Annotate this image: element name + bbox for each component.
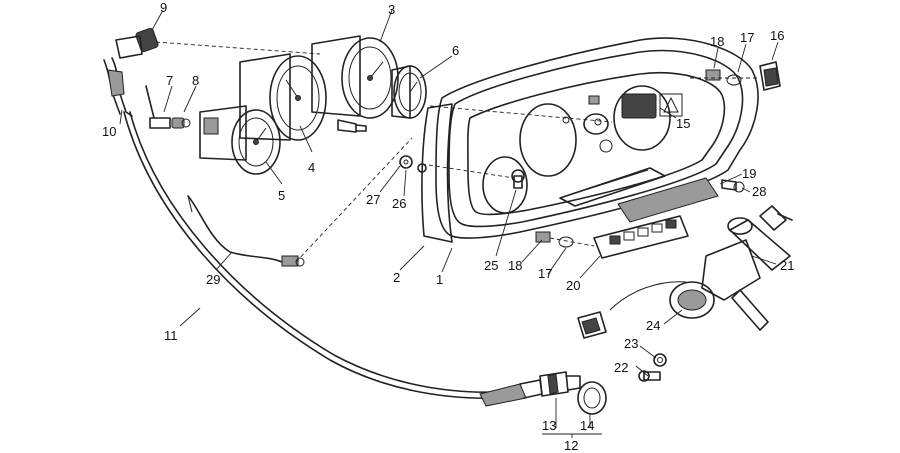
leader-lines: [119, 9, 779, 438]
gauge-5: [199, 105, 281, 175]
callout-29: 29: [206, 272, 220, 287]
callout-9: 9: [160, 0, 167, 15]
callout-12: 12: [564, 438, 578, 453]
callout-24: 24: [646, 318, 660, 333]
callout-8: 8: [192, 73, 199, 88]
callout-18-top: 18: [710, 34, 724, 49]
callout-18-bottom: 18: [508, 258, 522, 273]
callout-17-bottom: 17: [538, 266, 552, 281]
callout-6: 6: [452, 43, 459, 58]
callout-20: 20: [566, 278, 580, 293]
callout-14: 14: [580, 418, 594, 433]
gauge-6: [391, 65, 427, 119]
callout-11: 11: [164, 328, 178, 343]
switch-panel: [593, 177, 719, 259]
callout-25: 25: [484, 258, 498, 273]
callout-17-top: 17: [740, 30, 754, 45]
callout-labels: 1 2 3 4 5 6 7 8 9 10 11 12 13 14 15 16 1…: [102, 0, 794, 453]
callout-26: 26: [392, 196, 406, 211]
callout-15: 15: [676, 116, 690, 131]
callout-5: 5: [278, 188, 285, 203]
callout-13: 13: [542, 418, 556, 433]
callout-1: 1: [436, 272, 443, 287]
callout-10: 10: [102, 124, 116, 139]
assembly-lines: [155, 41, 760, 263]
callout-21: 21: [780, 258, 794, 273]
callout-2: 2: [393, 270, 400, 285]
bulb-7-8: [145, 85, 191, 129]
gauge-3: [311, 35, 399, 119]
callout-19: 19: [742, 166, 756, 181]
callout-23: 23: [624, 336, 638, 351]
callout-7: 7: [166, 73, 173, 88]
callout-16: 16: [770, 28, 784, 43]
cable-end-assembly: [539, 371, 607, 415]
callout-22: 22: [614, 360, 628, 375]
sensor-lead: [187, 195, 305, 267]
speedometer-cable: [103, 27, 543, 407]
callout-3: 3: [388, 2, 395, 17]
screws-25-28: [399, 155, 745, 193]
bulb-17-18-top: [705, 61, 781, 91]
bulb-17-18-bottom: [535, 231, 574, 248]
ignition-switch: [577, 205, 793, 382]
callout-4: 4: [308, 160, 315, 175]
callout-28: 28: [752, 184, 766, 199]
callout-27: 27: [366, 192, 380, 207]
gauge-4: [239, 53, 367, 141]
instrument-panel-housing: [421, 37, 759, 243]
